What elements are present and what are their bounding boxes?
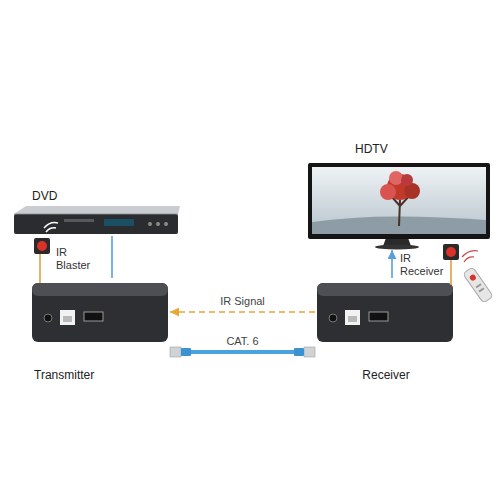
ir-wave [46, 228, 56, 232]
dvd-player [14, 206, 180, 234]
dvd-button [164, 222, 168, 226]
power-jack [329, 314, 337, 322]
ir-blaster-icon [34, 223, 58, 285]
remote-control [462, 251, 493, 304]
receiver-eye [446, 247, 456, 257]
power-jack [44, 314, 52, 322]
tree-leaves [389, 171, 403, 185]
dvd-button [148, 222, 152, 226]
dvd-edge [14, 214, 178, 215]
remote-button [469, 273, 477, 281]
box-top [32, 283, 168, 296]
remote-body [463, 267, 493, 303]
transmitter-box [32, 283, 168, 342]
dvd-display [104, 219, 134, 226]
hdmi-port [369, 312, 388, 321]
box-body [32, 283, 168, 342]
blaster-body [34, 238, 50, 254]
tv-bezel [308, 163, 490, 239]
dvd-front [14, 214, 178, 234]
cable-connector [170, 350, 315, 354]
part-label: IR Receiver [400, 252, 443, 278]
ir-wire [39, 254, 41, 285]
box-body [317, 283, 453, 342]
remote-button [476, 283, 482, 288]
rj45-port [345, 310, 360, 325]
device-node: Receiver [315, 278, 457, 383]
tv-screen [312, 167, 486, 234]
part-label: IR Blaster [56, 246, 90, 272]
receiver-eye-body [443, 244, 459, 260]
cable-connector [391, 250, 393, 278]
device-label: Receiver [362, 369, 409, 383]
tv-base [375, 245, 419, 250]
tree-leaves [401, 174, 413, 186]
cable-connector [111, 236, 113, 278]
ir-wave [464, 257, 474, 262]
tree-leaves [380, 184, 396, 200]
edge-label: IR Signal [218, 295, 267, 308]
dvd-button [156, 222, 160, 226]
rj45-plug [170, 347, 181, 357]
box-top [317, 283, 453, 296]
ir-wire [450, 260, 452, 285]
plug-boot [294, 348, 304, 356]
device-label: DVD [32, 190, 57, 204]
rj45-slot [63, 316, 72, 322]
edge-label: CAT. 6 [224, 335, 260, 348]
device-label: HDTV [355, 143, 388, 157]
hdmi-port [84, 312, 103, 321]
ir-wave [462, 251, 478, 257]
cable-connector [170, 311, 315, 313]
hdtv [308, 163, 490, 250]
rj45-plug [304, 347, 315, 357]
device-node: DVD [10, 190, 180, 236]
receiver-box [317, 283, 453, 342]
device-node: Transmitter [30, 278, 170, 383]
remote-button [478, 287, 484, 292]
blaster-eye [37, 241, 47, 251]
rj45-slot [348, 316, 357, 322]
rj45-port [60, 310, 75, 325]
dvd-tray [64, 219, 94, 222]
ir-wave [44, 223, 58, 228]
ir-receiver-icon [443, 244, 459, 285]
device-node: HDTV [305, 143, 493, 250]
plug-boot [181, 348, 191, 356]
dvd-top [14, 206, 180, 214]
device-label: Transmitter [34, 369, 94, 383]
